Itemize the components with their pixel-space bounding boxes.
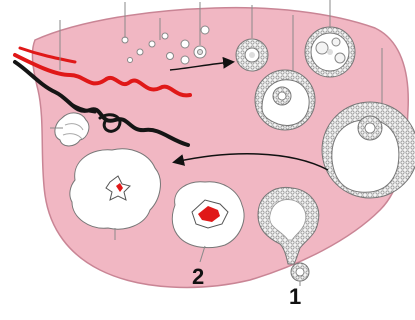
primary-follicle-oocyte — [198, 50, 203, 55]
corpus-luteum-left — [70, 149, 161, 229]
label-number-1: 1 — [289, 286, 301, 308]
primary-follicle — [181, 56, 189, 64]
primordial-follicle — [128, 58, 133, 63]
released-oocyte — [291, 263, 309, 281]
graafian-follicle — [322, 102, 415, 198]
primordial-follicle — [181, 40, 189, 48]
antral-follicle — [255, 70, 315, 130]
primordial-follicle — [162, 33, 168, 39]
primordial-follicle — [149, 41, 155, 47]
label-number-2: 2 — [192, 266, 204, 288]
primordial-follicle — [137, 49, 143, 55]
primordial-follicle — [167, 53, 174, 60]
corpus-luteum-center — [172, 182, 244, 248]
primordial-follicle — [201, 26, 209, 34]
early-antral-follicle — [305, 27, 355, 77]
secondary-follicle — [236, 39, 268, 71]
